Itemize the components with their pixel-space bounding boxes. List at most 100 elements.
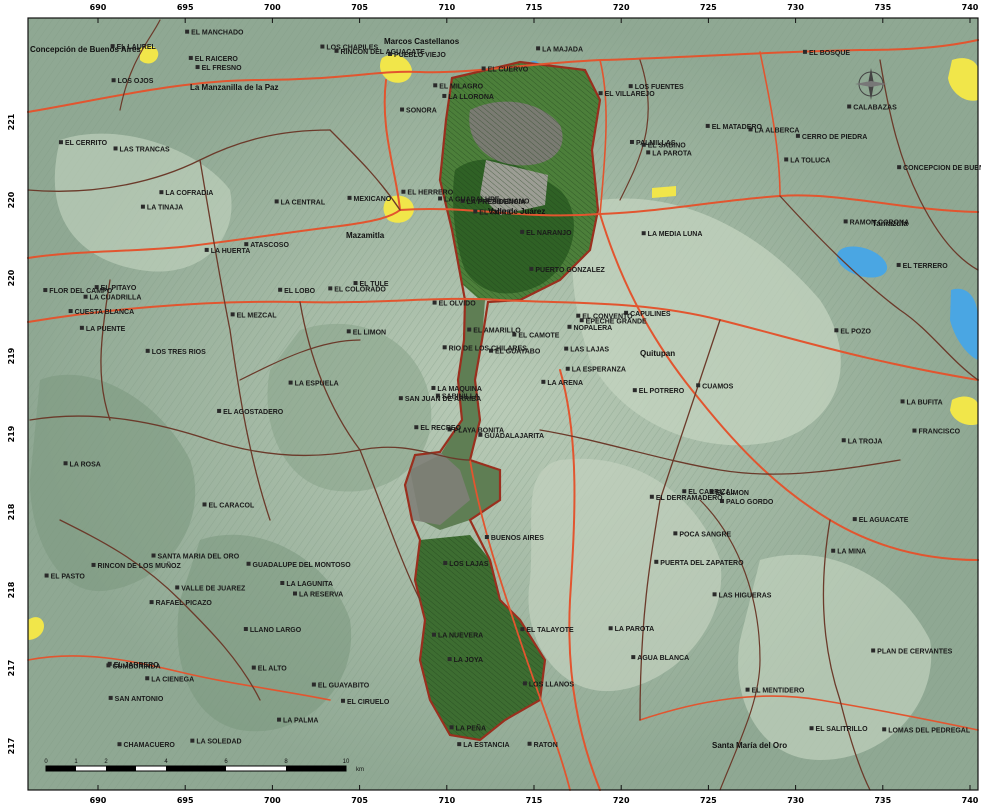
- settlement-marker[interactable]: [432, 300, 437, 305]
- settlement-marker[interactable]: [277, 717, 282, 722]
- settlement-marker[interactable]: [720, 499, 725, 504]
- settlement-marker[interactable]: [629, 139, 634, 144]
- settlement-marker[interactable]: [113, 146, 118, 151]
- settlement-marker[interactable]: [353, 281, 358, 286]
- settlement-marker[interactable]: [481, 66, 486, 71]
- settlement-marker[interactable]: [478, 432, 483, 437]
- settlement-marker[interactable]: [900, 399, 905, 404]
- settlement-marker[interactable]: [438, 196, 443, 201]
- settlement-marker[interactable]: [442, 93, 447, 98]
- settlement-marker[interactable]: [44, 573, 49, 578]
- settlement-marker[interactable]: [244, 242, 249, 247]
- settlement-marker[interactable]: [631, 655, 636, 660]
- settlement-marker[interactable]: [140, 204, 145, 209]
- settlement-marker[interactable]: [145, 348, 150, 353]
- settlement-marker[interactable]: [682, 489, 687, 494]
- settlement-marker[interactable]: [529, 266, 534, 271]
- settlement-marker[interactable]: [541, 379, 546, 384]
- settlement-marker[interactable]: [473, 209, 478, 214]
- settlement-marker[interactable]: [460, 198, 465, 203]
- settlement-marker[interactable]: [624, 310, 629, 315]
- settlement-marker[interactable]: [274, 199, 279, 204]
- settlement-marker[interactable]: [784, 157, 789, 162]
- settlement-marker[interactable]: [151, 553, 156, 558]
- settlement-marker[interactable]: [579, 318, 584, 323]
- settlement-marker[interactable]: [110, 44, 115, 49]
- settlement-marker[interactable]: [280, 580, 285, 585]
- settlement-marker[interactable]: [79, 325, 84, 330]
- settlement-marker[interactable]: [195, 65, 200, 70]
- settlement-marker[interactable]: [334, 48, 339, 53]
- settlement-marker[interactable]: [567, 324, 572, 329]
- settlement-marker[interactable]: [608, 626, 613, 631]
- settlement-marker[interactable]: [68, 309, 73, 314]
- settlement-marker[interactable]: [649, 494, 654, 499]
- settlement-marker[interactable]: [564, 346, 569, 351]
- settlement-marker[interactable]: [185, 29, 190, 34]
- settlement-marker[interactable]: [398, 396, 403, 401]
- settlement-marker[interactable]: [673, 531, 678, 536]
- settlement-marker[interactable]: [246, 561, 251, 566]
- settlement-marker[interactable]: [433, 83, 438, 88]
- settlement-marker[interactable]: [871, 648, 876, 653]
- settlement-marker[interactable]: [63, 461, 68, 466]
- settlement-marker[interactable]: [175, 585, 180, 590]
- settlement-marker[interactable]: [400, 107, 405, 112]
- settlement-marker[interactable]: [204, 247, 209, 252]
- settlement-marker[interactable]: [467, 327, 472, 332]
- settlement-marker[interactable]: [841, 438, 846, 443]
- settlement-marker[interactable]: [520, 229, 525, 234]
- settlement-marker[interactable]: [882, 727, 887, 732]
- settlement-marker[interactable]: [641, 231, 646, 236]
- settlement-marker[interactable]: [795, 133, 800, 138]
- settlement-marker[interactable]: [217, 408, 222, 413]
- settlement-marker[interactable]: [598, 91, 603, 96]
- settlement-marker[interactable]: [346, 329, 351, 334]
- settlement-marker[interactable]: [111, 78, 116, 83]
- settlement-marker[interactable]: [447, 427, 452, 432]
- settlement-marker[interactable]: [912, 428, 917, 433]
- settlement-marker[interactable]: [576, 313, 581, 318]
- settlement-marker[interactable]: [117, 742, 122, 747]
- settlement-marker[interactable]: [43, 288, 48, 293]
- settlement-marker[interactable]: [745, 687, 750, 692]
- settlement-marker[interactable]: [748, 127, 753, 132]
- settlement-marker[interactable]: [388, 51, 393, 56]
- settlement-marker[interactable]: [641, 142, 646, 147]
- settlement-marker[interactable]: [447, 657, 452, 662]
- settlement-marker[interactable]: [628, 84, 633, 89]
- settlement-marker[interactable]: [108, 695, 113, 700]
- settlement-marker[interactable]: [536, 46, 541, 51]
- settlement-marker[interactable]: [341, 698, 346, 703]
- settlement-marker[interactable]: [414, 425, 419, 430]
- settlement-marker[interactable]: [449, 725, 454, 730]
- settlement-marker[interactable]: [320, 44, 325, 49]
- settlement-marker[interactable]: [565, 366, 570, 371]
- settlement-marker[interactable]: [442, 345, 447, 350]
- settlement-marker[interactable]: [347, 195, 352, 200]
- settlement-marker[interactable]: [431, 632, 436, 637]
- settlement-marker[interactable]: [288, 380, 293, 385]
- settlement-marker[interactable]: [431, 385, 436, 390]
- settlement-marker[interactable]: [520, 627, 525, 632]
- settlement-marker[interactable]: [58, 140, 63, 145]
- settlement-marker[interactable]: [696, 383, 701, 388]
- settlement-marker[interactable]: [654, 559, 659, 564]
- settlement-marker[interactable]: [94, 285, 99, 290]
- settlement-marker[interactable]: [159, 190, 164, 195]
- settlement-marker[interactable]: [485, 198, 490, 203]
- settlement-marker[interactable]: [311, 682, 316, 687]
- settlement-marker[interactable]: [802, 49, 807, 54]
- settlement-marker[interactable]: [292, 591, 297, 596]
- settlement-marker[interactable]: [809, 726, 814, 731]
- settlement-marker[interactable]: [83, 294, 88, 299]
- settlement-marker[interactable]: [145, 676, 150, 681]
- settlement-marker[interactable]: [712, 592, 717, 597]
- settlement-marker[interactable]: [709, 490, 714, 495]
- settlement-marker[interactable]: [149, 600, 154, 605]
- settlement-marker[interactable]: [522, 681, 527, 686]
- settlement-marker[interactable]: [457, 742, 462, 747]
- settlement-marker[interactable]: [831, 548, 836, 553]
- settlement-marker[interactable]: [435, 393, 440, 398]
- settlement-marker[interactable]: [852, 517, 857, 522]
